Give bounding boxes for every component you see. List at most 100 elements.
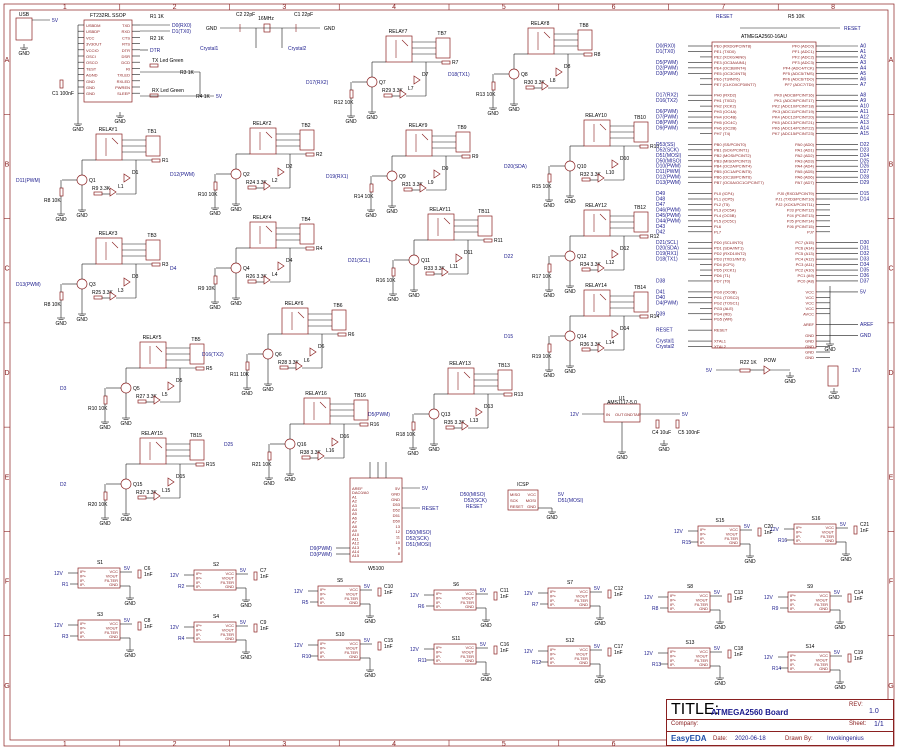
- relay-body: [95, 133, 123, 161]
- sensor-pin-right: VCC: [700, 593, 709, 598]
- mcu-net-left: D52(SCK): [656, 147, 679, 153]
- ft232-pin-left: USBDP: [86, 29, 100, 34]
- transistor: [386, 170, 398, 182]
- relay-body: [583, 289, 611, 317]
- diode-ref: D14: [620, 326, 629, 332]
- mcu-pin-right: PK4 (ADC12/PCINT20): [772, 115, 814, 120]
- ground-label: GND: [72, 127, 84, 133]
- mcu-net-right: A14: [860, 125, 869, 131]
- mcu-net-right: A12: [860, 115, 869, 121]
- pulldown-ref: R13 10K: [476, 92, 496, 98]
- sensor-pin-right: VIOUT: [222, 575, 235, 580]
- relay-body: [249, 221, 277, 249]
- sensor-pin-left: IP-: [80, 582, 86, 587]
- sensor-pin-right: VIOUT: [576, 593, 589, 598]
- mcu-pin-right: GND: [805, 339, 814, 344]
- transistor-ref: Q1: [89, 178, 96, 184]
- terminal-ref: TB3: [147, 233, 156, 239]
- sensor-pin-left: IP-: [670, 658, 676, 663]
- resistor: [149, 63, 159, 68]
- sensor-pin-left: IP+: [550, 593, 557, 598]
- resistor: [137, 495, 147, 500]
- sensor-pin-right: VCC: [350, 641, 359, 646]
- pulldown-ref: R21 10K: [252, 462, 272, 468]
- mcu-net-right: D30: [860, 240, 869, 246]
- sensor-cap-ref: C7: [260, 568, 267, 574]
- led-resistor-ref: R36 3.3K: [580, 342, 602, 348]
- sensor-load-net: R14: [772, 666, 781, 672]
- relay-body: [583, 119, 611, 147]
- sensor-cap-value: 1nF: [734, 652, 743, 658]
- sensor-load-net: R8: [652, 606, 659, 612]
- sensor-pin-right: FILTER: [725, 536, 739, 541]
- mcu-net-left: D12(PWM): [656, 175, 681, 181]
- ground-label: GND: [407, 451, 419, 457]
- mcu-net-left: D48: [656, 197, 665, 203]
- resistor: [247, 185, 257, 190]
- sensor-cap-ref: C18: [734, 646, 743, 652]
- sensor-pin-right: VCC: [350, 587, 359, 592]
- mcu-net-right: D26: [860, 164, 869, 170]
- ground-label: GND: [240, 655, 252, 661]
- net-5v: 5V: [52, 18, 59, 24]
- sensor-cap-value: 1nF: [854, 656, 863, 662]
- mcu-pin-right: PK6 (ADC14/PCINT22): [772, 125, 814, 130]
- ft232-pin-left: GND: [86, 79, 95, 84]
- capacitor: [607, 647, 612, 657]
- mcu-pin-left: PD1 (SDA/INT1): [714, 246, 744, 251]
- w5100-pin-left: A3: [352, 503, 358, 508]
- res-r4: R4 1K: [196, 94, 211, 100]
- w5100-pin-left: A1: [352, 494, 358, 499]
- pulldown-ref: R8 10K: [44, 198, 61, 204]
- column-marker-top: 7: [721, 4, 725, 11]
- mcu-net-left: D38: [656, 278, 665, 284]
- icsp-net: RESET: [466, 504, 483, 510]
- relay-ref: RELAY14: [585, 283, 607, 289]
- row-marker-right: F: [889, 579, 893, 586]
- ft232-pin-right: DSR: [122, 54, 131, 59]
- diode-ref: D1: [132, 170, 139, 176]
- led-ref: L3: [118, 288, 124, 294]
- sensor-pin-right: VIOUT: [696, 653, 709, 658]
- resistor: [547, 343, 552, 353]
- terminal-block: [145, 135, 161, 157]
- mcu-net-right: A7: [860, 82, 866, 88]
- resistor-ref: R4: [316, 246, 323, 252]
- mcu-pin-right: PF2 (ADC2): [792, 54, 814, 59]
- ft232-ref: FT232RL SSOP: [90, 13, 127, 19]
- relay-body: [447, 367, 475, 395]
- net-5v: 5V: [240, 620, 247, 626]
- capacitor: [377, 587, 382, 597]
- mcu-pin-left: PB7 (OC0A/OC1C/PCINT7): [714, 180, 764, 185]
- resistor: [461, 154, 471, 159]
- relay-contact: [111, 137, 119, 145]
- net-reset: RESET: [844, 26, 861, 32]
- terminal-block: [353, 399, 369, 421]
- led-resistor-ref: R30 3.3K: [524, 80, 546, 86]
- ft232-pin-right: RXLED: [117, 79, 130, 84]
- mcu-net-right: D24: [860, 153, 869, 159]
- transistor-ref: Q8: [521, 72, 528, 78]
- sensor-pin-left: IP+: [436, 645, 443, 650]
- mcu-pin-right: PF6 (ADC6/TDO): [783, 76, 815, 81]
- terminal-block: [497, 369, 513, 391]
- ground-label: GND: [487, 111, 499, 117]
- sensor-pin-left: IP+: [550, 647, 557, 652]
- regulator-pin: OUT: [615, 412, 624, 417]
- mcu-pin-left: PB4 (OC2A/PCINT4): [714, 164, 752, 169]
- resistor: [441, 60, 451, 65]
- relay-input-net: D12(PWM): [170, 172, 195, 178]
- mcu-pin-left: PL7: [714, 229, 722, 234]
- relay-contact: [155, 441, 163, 449]
- transistor: [230, 262, 242, 274]
- pulldown-ref: R12 10K: [334, 100, 354, 106]
- row-marker-right: E: [889, 474, 894, 481]
- led-resistor-ref: R37 3.3K: [136, 490, 158, 496]
- resistor: [279, 365, 289, 370]
- diode-ref: D8: [564, 64, 571, 70]
